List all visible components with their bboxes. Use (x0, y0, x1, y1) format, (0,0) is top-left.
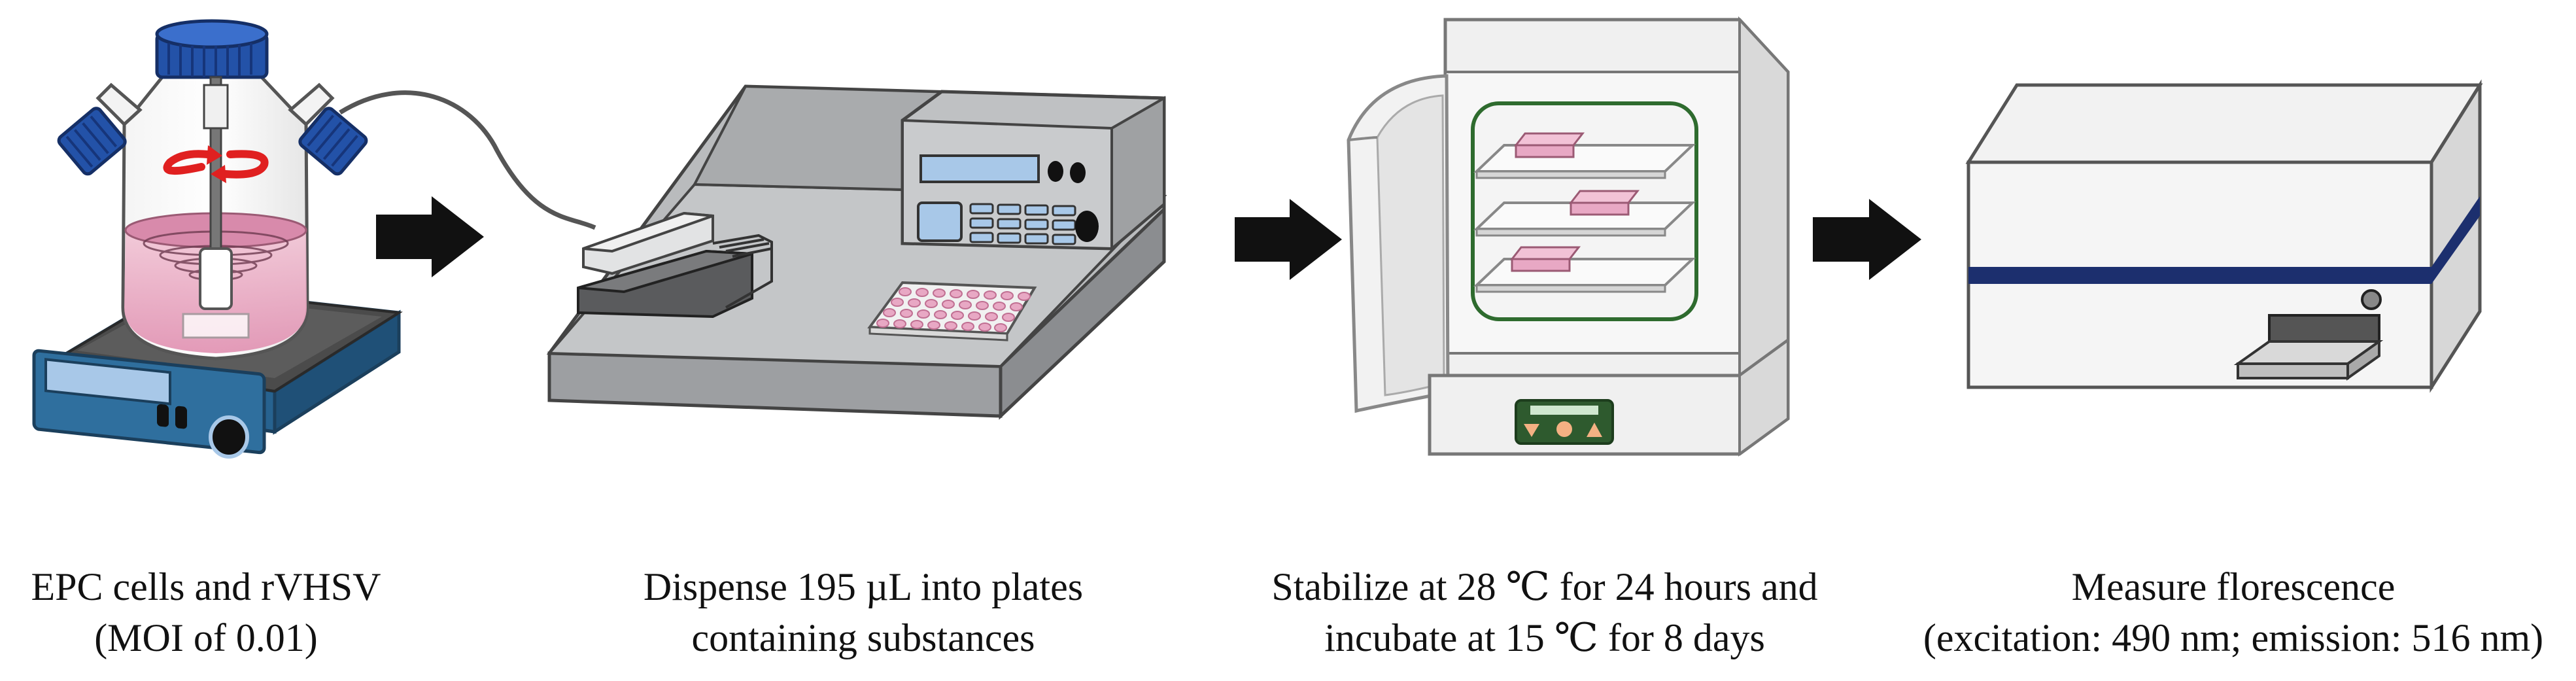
step-caption-4: Measure florescence (excitation: 490 nm;… (1906, 561, 2560, 663)
incubator-shelf (1473, 258, 1696, 293)
step-caption-2-line1: Dispense 195 µL into plates (643, 565, 1084, 608)
sample-plate (1509, 246, 1581, 272)
bottle-cap-right (298, 107, 368, 176)
step-caption-3-line2: incubate at 15 ℃ for 8 days (1324, 616, 1765, 659)
bottle-cap-left (57, 107, 127, 176)
step-caption-4-line2: (excitation: 490 nm; emission: 516 nm) (1923, 616, 2544, 659)
incubator-door (1347, 74, 1450, 413)
flow-arrow-icon (1235, 199, 1342, 280)
step-caption-3-line1: Stabilize at 28 ℃ for 24 hours and (1271, 565, 1818, 608)
step-caption-4-line1: Measure florescence (2071, 565, 2396, 608)
step-caption-3: Stabilize at 28 ℃ for 24 hours and incub… (1218, 561, 1872, 663)
plate-tray (2233, 314, 2384, 381)
spinner-flask-icon (57, 19, 596, 360)
step-caption-1: EPC cells and rVHSV (MOI of 0.01) (0, 561, 533, 663)
reader-band (1968, 267, 2431, 284)
incubator-icon (1347, 16, 1790, 457)
incubator-shelf (1473, 201, 1696, 237)
step-caption-1-line1: EPC cells and rVHSV (31, 565, 381, 608)
plate-reader-icon (1965, 79, 2483, 393)
incubator-shelf (1473, 144, 1696, 179)
step-caption-2: Dispense 195 µL into plates containing s… (536, 561, 1190, 663)
bottle-cap-top (155, 19, 269, 79)
sample-plate (1568, 190, 1640, 216)
step-caption-1-line2: (MOI of 0.01) (94, 616, 318, 659)
rotation-arrow-icon (163, 150, 269, 179)
flow-arrow-icon (376, 196, 484, 277)
plate-dispenser-icon (546, 84, 1167, 420)
sample-plate (1513, 132, 1585, 158)
step-caption-2-line2: containing substances (691, 616, 1035, 659)
status-light-icon (2361, 289, 2382, 310)
well-plate-icon (867, 281, 1037, 341)
flow-arrow-icon (1813, 199, 1921, 280)
